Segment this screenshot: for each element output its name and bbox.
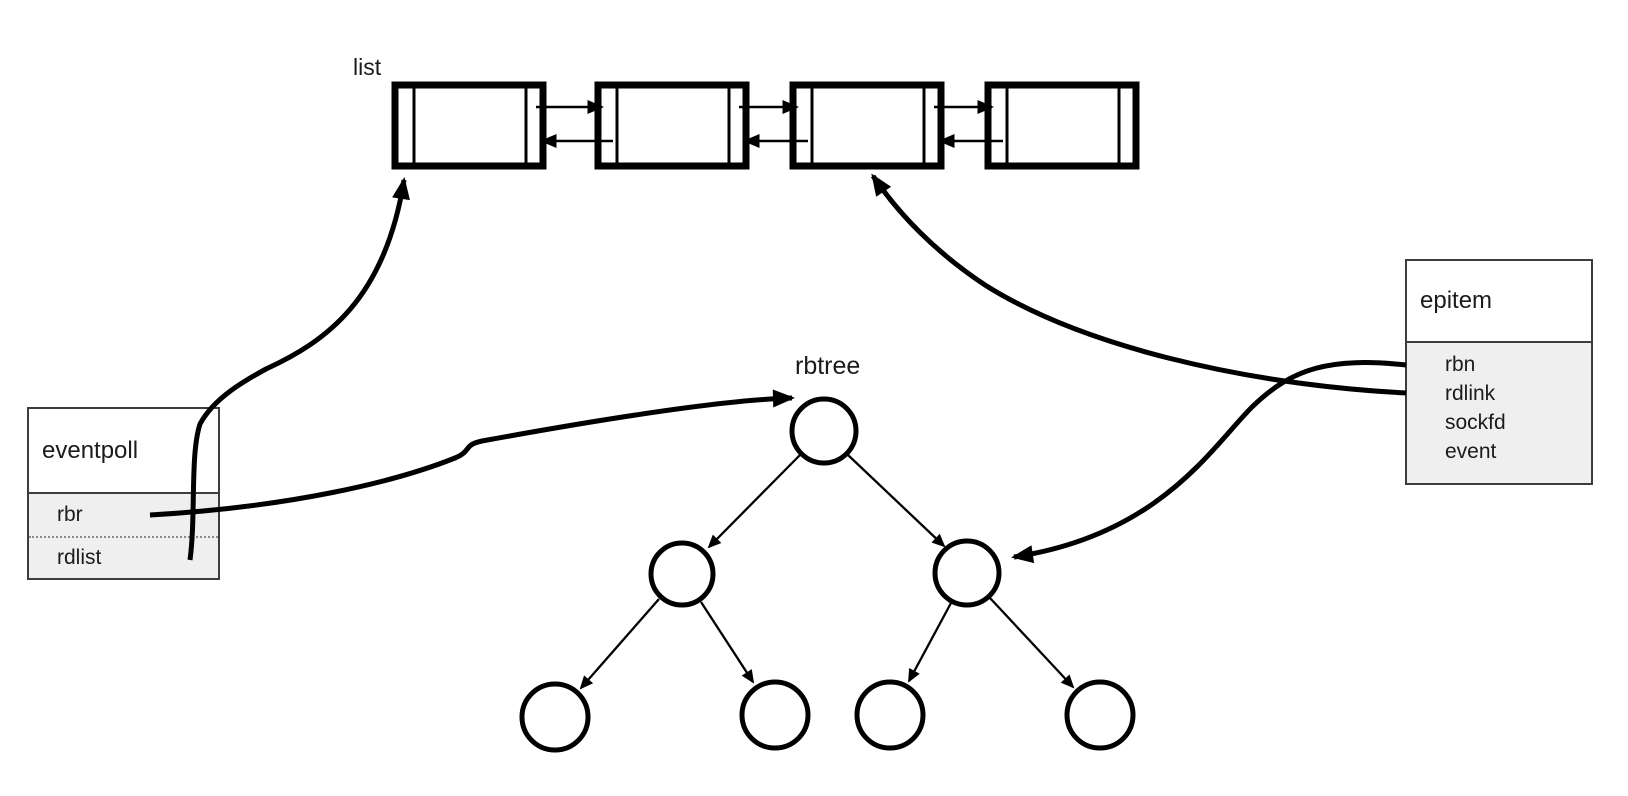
- epitem-field-event: event: [1445, 439, 1497, 463]
- eventpoll-field-rdlist: rdlist: [29, 536, 218, 578]
- list-node-1: [391, 81, 547, 170]
- rbtree-node-leaf-1: [519, 681, 591, 753]
- rbtree-nodes: [519, 396, 1136, 753]
- list-node-4: [984, 81, 1140, 170]
- rbtree-node-right: [932, 538, 1002, 608]
- linked-list: [391, 81, 1140, 170]
- arrow-rbn-to-rbtree: [1011, 360, 1407, 564]
- rbtree-node-leaf-4: [1064, 679, 1136, 751]
- rbtree-node-left: [648, 540, 716, 608]
- rbtree-node-leaf-3: [854, 679, 926, 751]
- arrow-rdlink-to-list: [870, 173, 1407, 396]
- epitem-title: epitem: [1407, 261, 1591, 343]
- epitem-fields: rbn rdlink sockfd event: [1407, 343, 1591, 483]
- list-node-2: [594, 81, 750, 170]
- rbtree-node-root: [789, 396, 859, 466]
- list-link-arrows: [536, 100, 1003, 148]
- list-label: list: [353, 54, 382, 80]
- rbtree-drawing: [519, 396, 1136, 753]
- epitem-field-rbn: rbn: [1445, 352, 1476, 376]
- eventpoll-fields: rbr rdlist: [29, 494, 218, 578]
- list-node-3: [789, 81, 945, 170]
- pointer-arrows: [149, 173, 1407, 564]
- rbtree-edges: [579, 454, 1075, 690]
- rbtree-node-leaf-2: [739, 679, 811, 751]
- arrow-rdlist-to-list: [187, 177, 410, 561]
- epitem-field-rdlink: rdlink: [1445, 381, 1496, 405]
- rbtree-label: rbtree: [795, 352, 861, 380]
- eventpoll-field-rbr: rbr: [57, 503, 83, 526]
- epitem-struct: epitem rbn rdlink sockfd event: [1405, 259, 1593, 485]
- epitem-field-sockfd: sockfd: [1445, 410, 1506, 434]
- arrow-rbr-to-rbtree: [149, 389, 795, 518]
- eventpoll-struct: eventpoll rbr rdlist: [27, 407, 220, 580]
- eventpoll-title: eventpoll: [29, 409, 218, 494]
